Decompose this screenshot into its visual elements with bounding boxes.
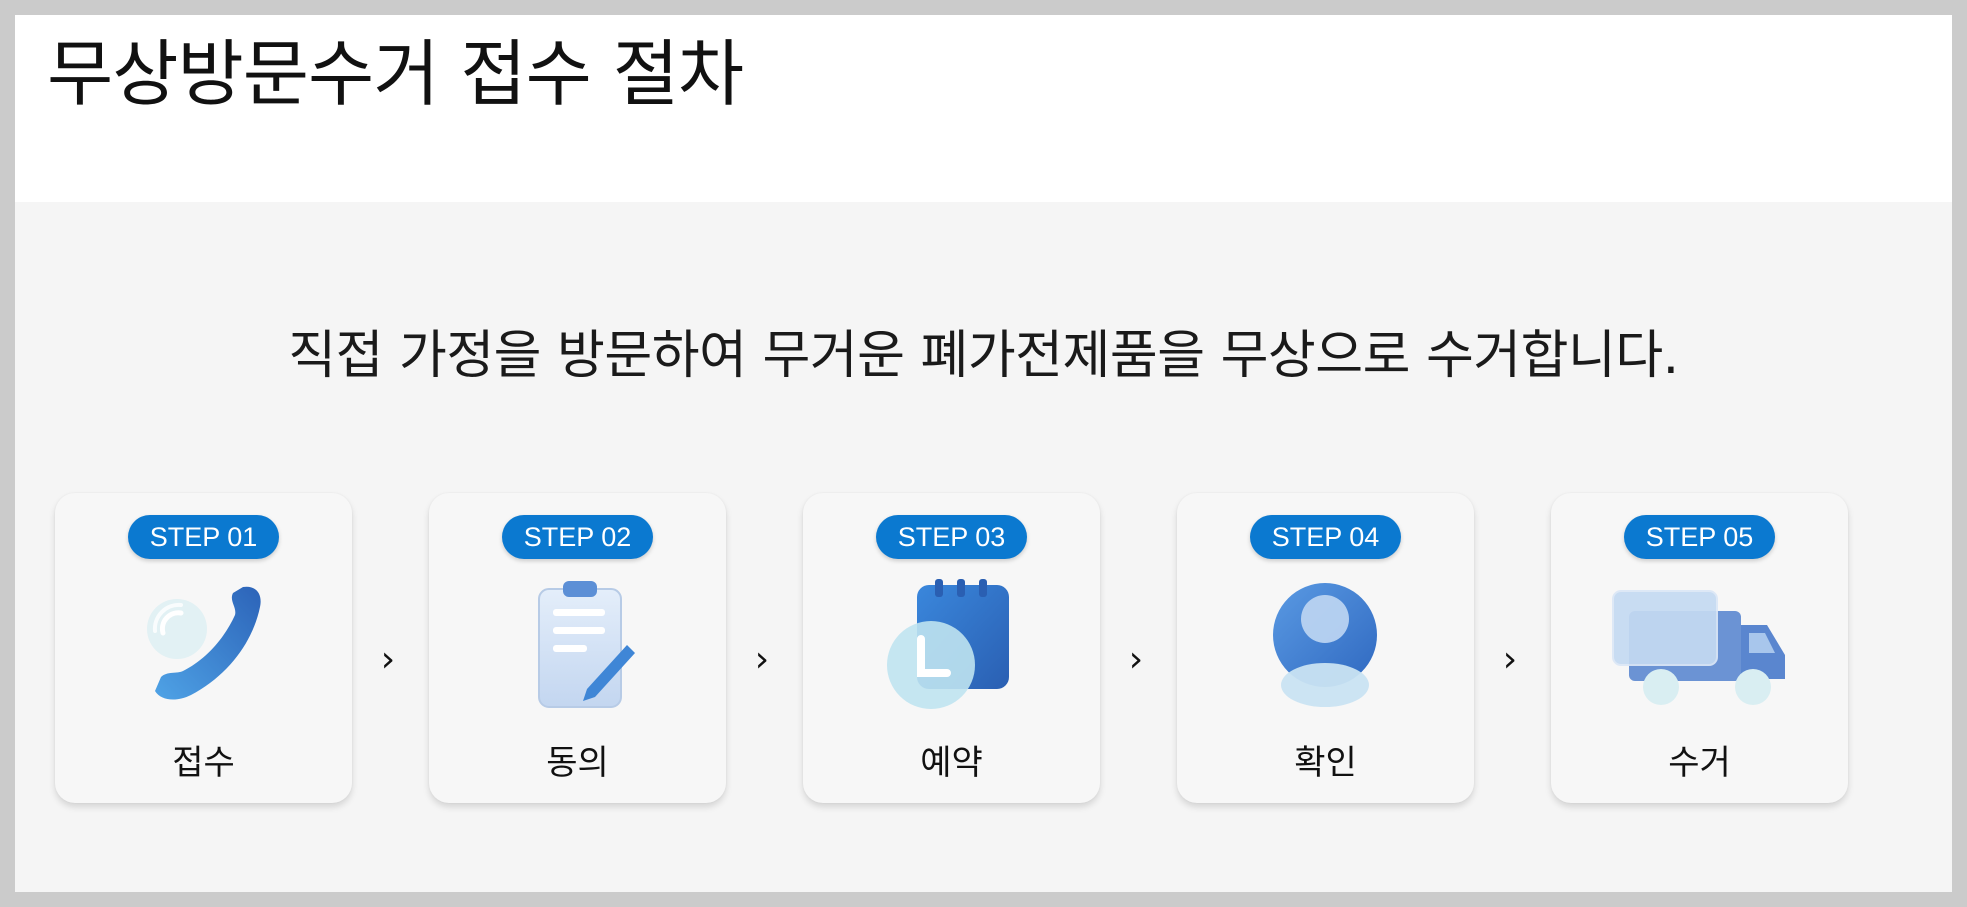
step-label: 예약: [920, 743, 983, 783]
truck-icon: [1609, 575, 1789, 715]
chevron-right-icon: ›: [1128, 639, 1144, 680]
chevron-right-icon: ›: [754, 639, 770, 680]
step-label: 수거: [1668, 743, 1731, 783]
page-title: 무상방문수거 접수 절차: [47, 32, 744, 116]
page-subtitle: 직접 가정을 방문하여 무거운 폐가전제품을 무상으로 수거합니다.: [288, 326, 1679, 386]
step-label: 동의: [546, 743, 609, 783]
step-label: 확인: [1294, 743, 1357, 783]
clipboard-icon: [507, 575, 647, 715]
phone-icon: [133, 575, 273, 715]
procedure-panel: 무상방문수거 접수 절차 직접 가정을 방문하여 무거운 폐가전제품을 무상으로…: [15, 15, 1952, 892]
step-badge: STEP 04: [1250, 515, 1401, 559]
step-card-2: STEP 02 동의: [429, 493, 726, 803]
calendar-clock-icon: [881, 575, 1021, 715]
step-badge: STEP 01: [128, 515, 279, 559]
header: 무상방문수거 접수 절차: [15, 15, 1952, 202]
step-card-4: STEP 04 확인: [1177, 493, 1474, 803]
step-card-1: STEP 01 접수: [55, 493, 352, 803]
step-badge: STEP 05: [1624, 515, 1775, 559]
step-badge: STEP 02: [502, 515, 653, 559]
user-icon: [1255, 575, 1395, 715]
step-badge: STEP 03: [876, 515, 1027, 559]
chevron-right-icon: ›: [380, 639, 396, 680]
chevron-right-icon: ›: [1502, 639, 1518, 680]
step-label: 접수: [172, 743, 235, 783]
step-card-3: STEP 03 예약: [803, 493, 1100, 803]
step-card-5: STEP 05 수거: [1551, 493, 1848, 803]
